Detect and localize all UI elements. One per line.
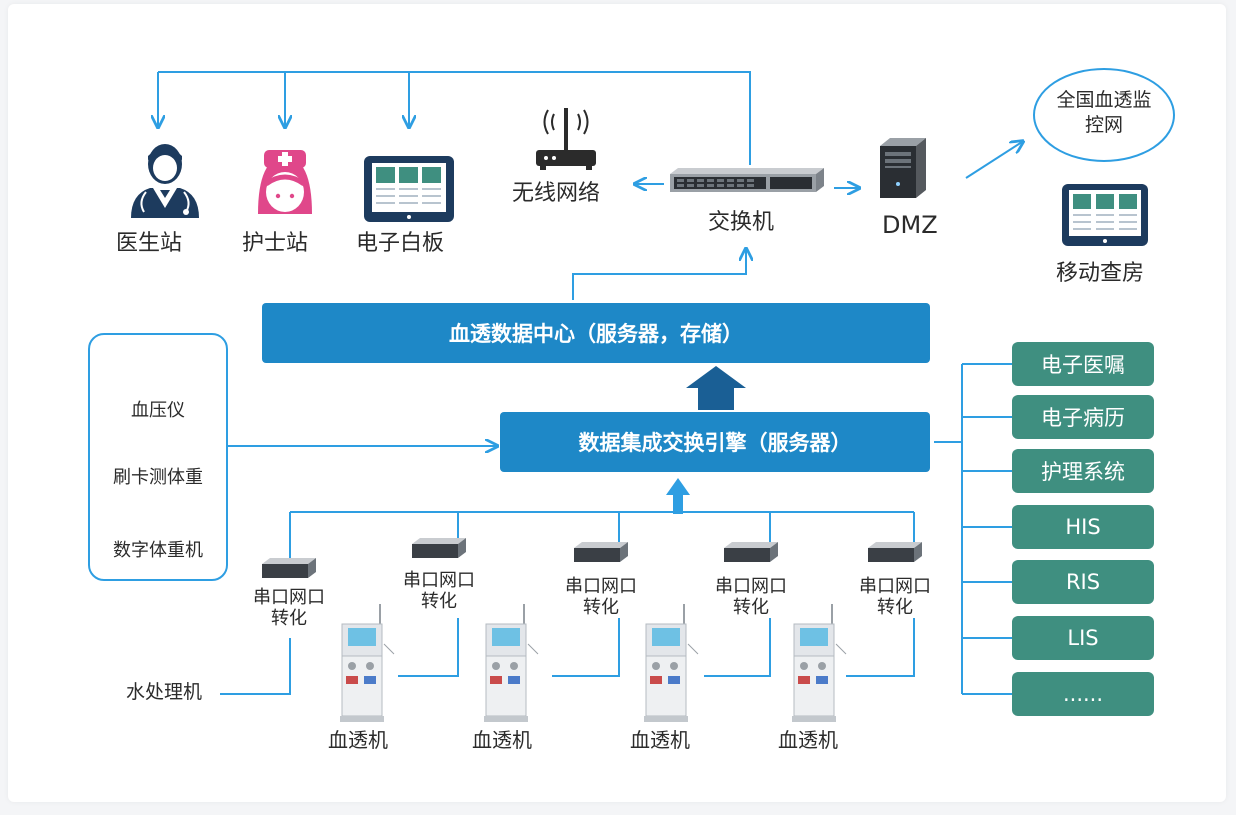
peripherals-panel <box>88 333 228 581</box>
system-box-emr: 电子病历 <box>1012 395 1154 439</box>
converter-box-4 <box>724 542 778 562</box>
dmz-label: DMZ <box>882 211 938 239</box>
wireless-router-icon <box>536 108 596 170</box>
system-box-lis: LIS <box>1012 616 1154 660</box>
dialysis-machine-label-4: 血透机 <box>778 728 838 752</box>
engine-to-datacenter-arrow <box>686 366 746 410</box>
system-box-his: HIS <box>1012 505 1154 549</box>
national-monitor-ellipse <box>1033 68 1175 162</box>
system-box-nursing: 护理系统 <box>1012 449 1154 493</box>
wireless-network-label: 无线网络 <box>512 181 601 206</box>
switch-uplink-line <box>158 71 751 165</box>
mobile-rounds-tablet-icon <box>1062 184 1148 246</box>
arrow-datacenter-to-switch <box>572 250 746 300</box>
nurse-station-label: 护士站 <box>242 231 309 256</box>
system-box-ris: RIS <box>1012 560 1154 604</box>
system-box-more: ...... <box>1012 672 1154 716</box>
nurse-icon <box>258 150 312 214</box>
integration-engine-bar: 数据集成交换引擎（服务器） <box>500 412 930 472</box>
dialysis-machine-1 <box>340 604 395 722</box>
whiteboard-label: 电子白板 <box>356 231 445 256</box>
doctor-icon <box>131 144 199 218</box>
system-box-order: 电子医嘱 <box>1012 342 1154 386</box>
converter-box-1 <box>262 558 316 578</box>
bus-to-engine-arrow <box>666 478 690 514</box>
arrow-to-national-monitor <box>965 142 1022 179</box>
bp-monitor-label: 血压仪 <box>131 400 185 421</box>
card-scale-label: 刷卡测体重 <box>113 467 203 488</box>
converter-label-4: 串口网口转化 <box>715 576 787 618</box>
switch-label: 交换机 <box>708 210 775 235</box>
dialysis-machine-4 <box>792 604 847 722</box>
dialysis-machine-2 <box>484 604 539 722</box>
converter-box-3 <box>574 542 628 562</box>
network-switch-icon <box>670 168 824 192</box>
dialysis-machine-label-1: 血透机 <box>328 728 388 752</box>
converter-box-2 <box>412 538 466 558</box>
converter-label-1: 串口网口转化 <box>253 587 325 629</box>
data-center-bar: 血透数据中心（服务器，存储） <box>262 303 930 363</box>
dialysis-machine-label-2: 血透机 <box>472 728 532 752</box>
whiteboard-icon <box>364 156 454 222</box>
water-treatment-line <box>220 638 291 695</box>
digital-scale-label: 数字体重机 <box>113 540 203 561</box>
converter-box-5 <box>868 542 922 562</box>
converter-label-5: 串口网口转化 <box>859 576 931 618</box>
converter-label-3: 串口网口转化 <box>565 576 637 618</box>
water-treatment-label: 水处理机 <box>126 681 203 703</box>
doctor-station-label: 医生站 <box>116 231 183 256</box>
dmz-server-icon <box>880 138 926 198</box>
converter-label-2: 串口网口转化 <box>403 570 475 612</box>
mobile-rounds-label: 移动查房 <box>1056 261 1145 286</box>
dialysis-machine-label-3: 血透机 <box>630 728 690 752</box>
dialysis-machine-3 <box>644 604 699 722</box>
national-monitor-label: 全国血透监控网 <box>1056 89 1152 136</box>
